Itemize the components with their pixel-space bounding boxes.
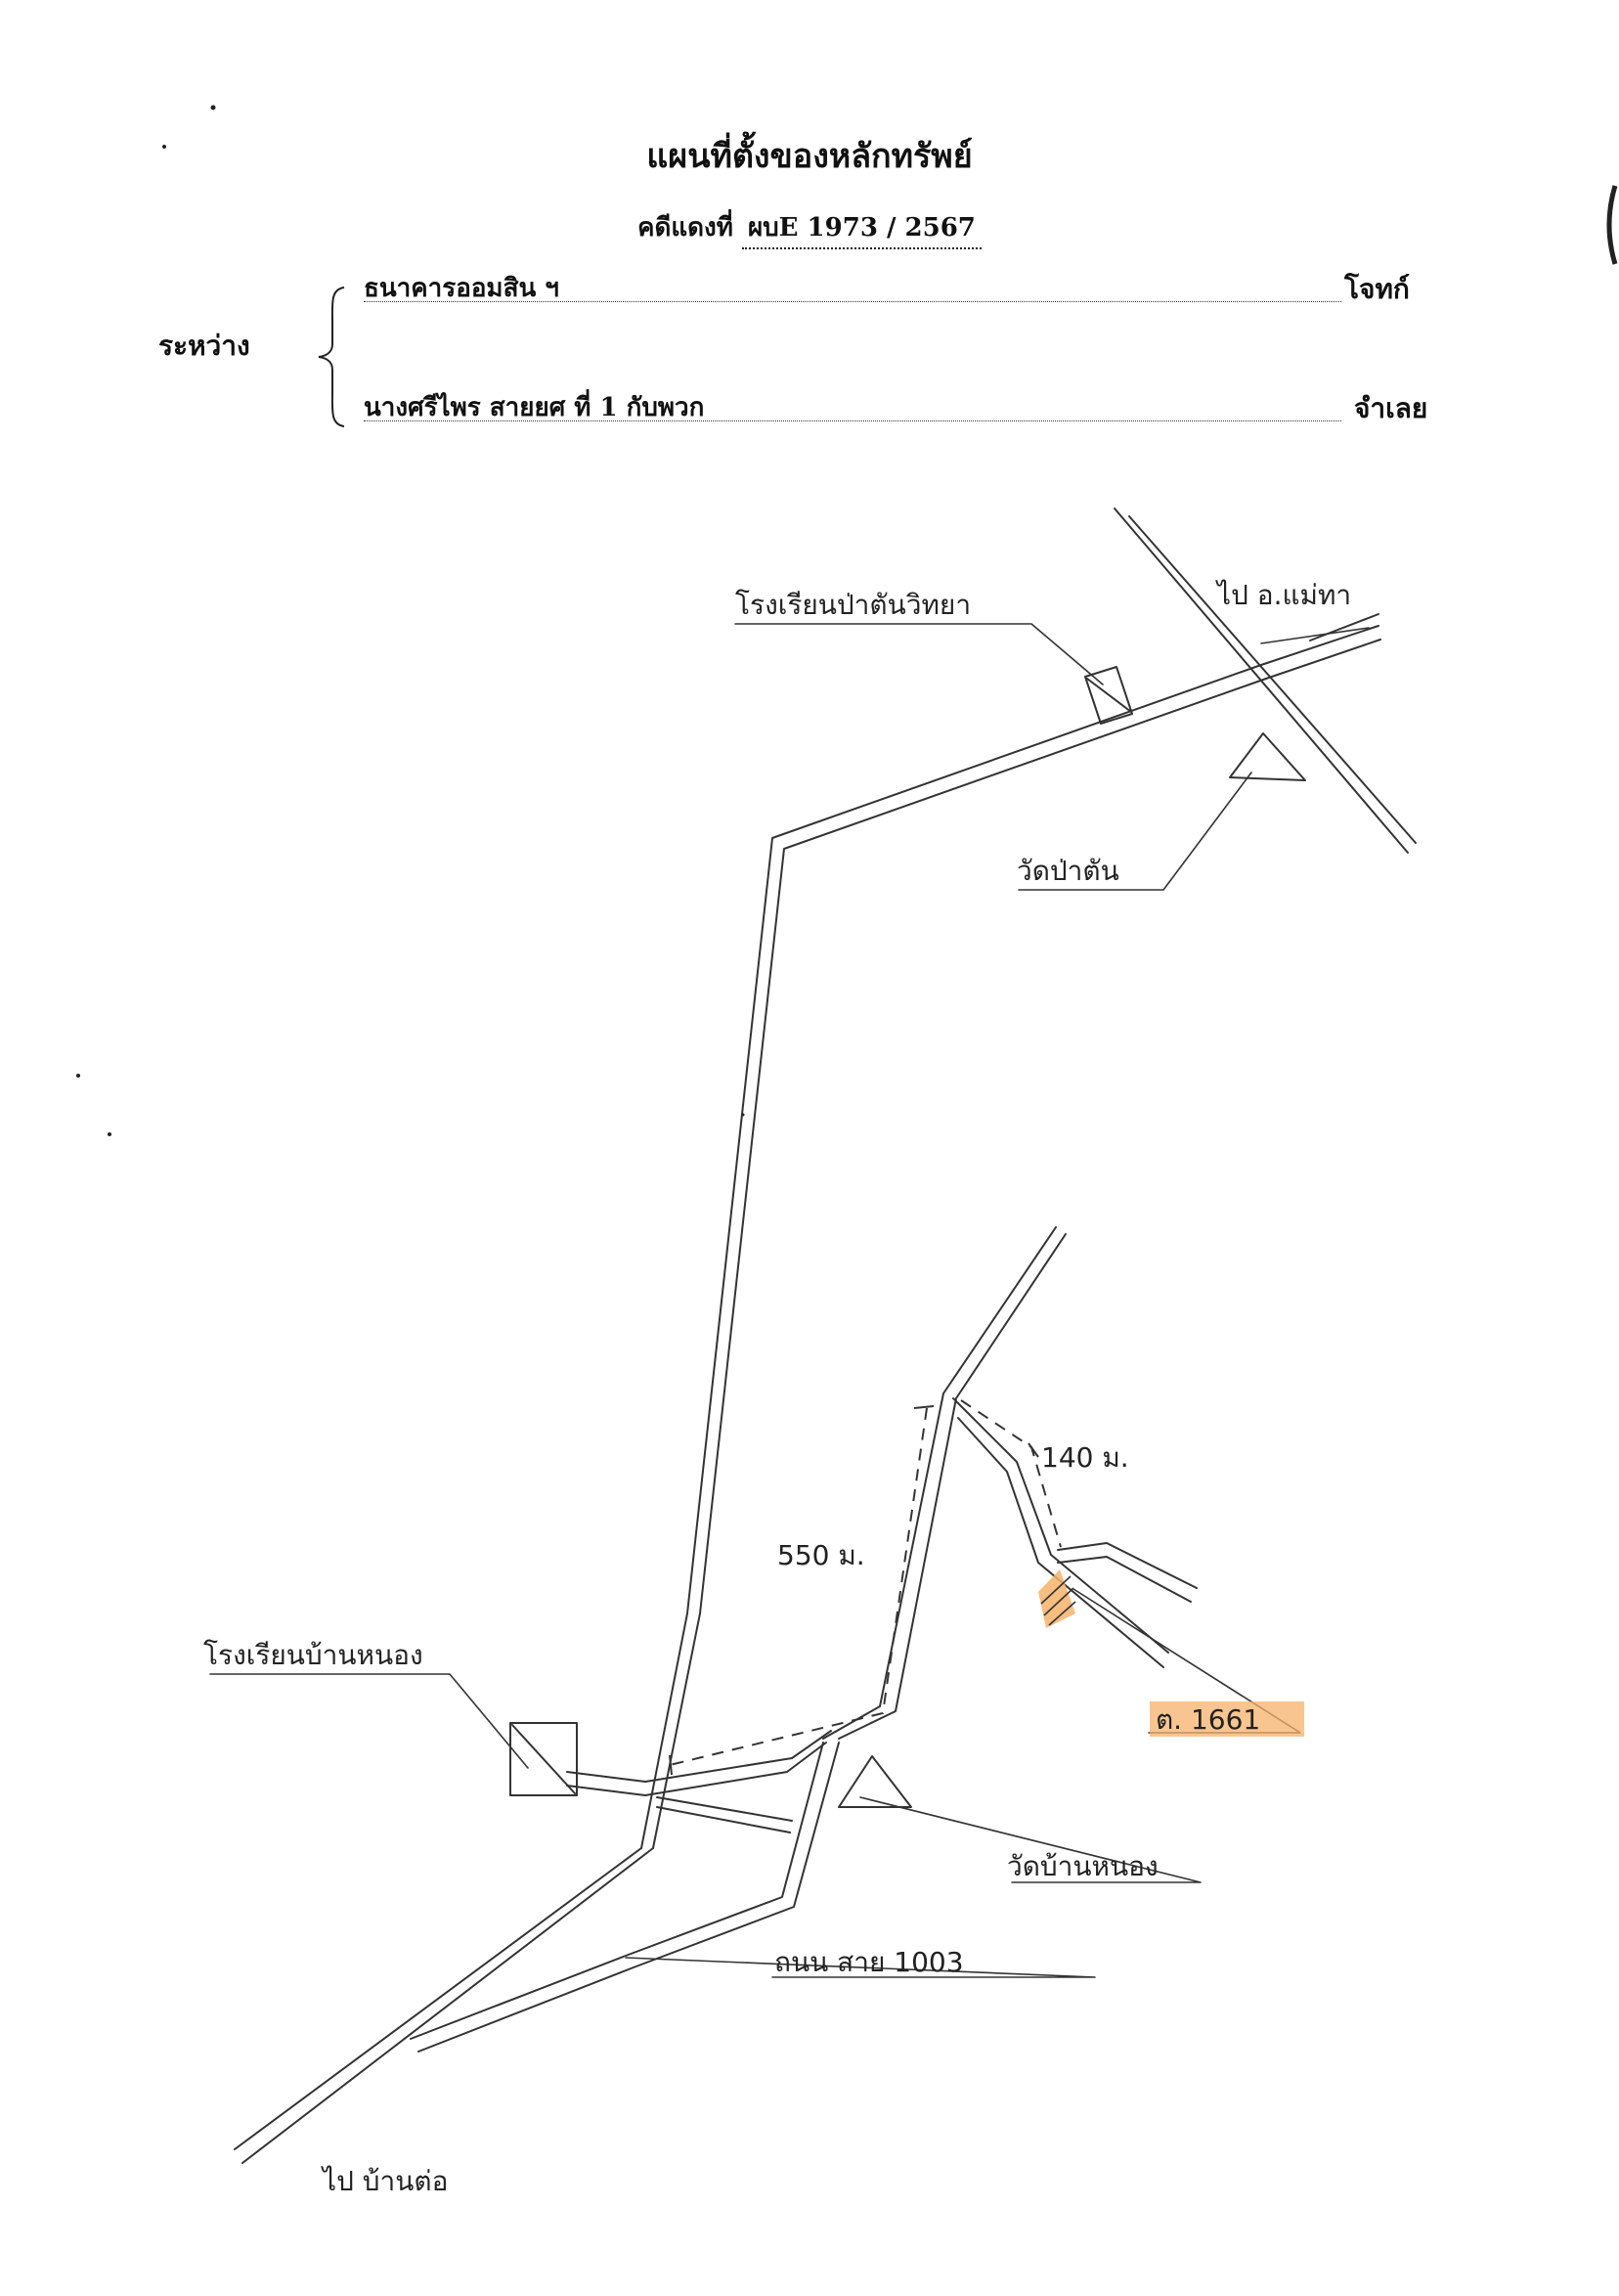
road-upper-east — [1260, 613, 1381, 680]
branch-road — [822, 1226, 1067, 1740]
defendant-role: จำเลย — [1354, 392, 1428, 424]
plaintiff-name: ธนาคารออมสิน ฯ — [364, 268, 1341, 303]
plot-label-highlight — [1150, 1701, 1304, 1737]
main-road — [640, 664, 1267, 1849]
school-bottom-building — [509, 1722, 578, 1796]
temple-bottom-symbol — [838, 1755, 912, 1808]
case-number: ผบE 1973 / 2567 — [741, 207, 982, 249]
road-to-bottom — [234, 1847, 654, 2164]
lower-connectors — [410, 1730, 840, 2053]
document-title: แผนที่ตั้งของหลักทรัพย์ — [646, 137, 973, 176]
temple-top-symbol — [1229, 732, 1306, 781]
scan-specks — [76, 105, 745, 1136]
label-road: ถนน สาย 1003 — [774, 1946, 964, 1978]
plot-road — [952, 1397, 1198, 1668]
defendant-name: นางศรีไพร สายยศ ที่ 1 กับพวก — [364, 387, 1341, 422]
case-label: คดีแดงที่ — [637, 213, 733, 243]
label-to-maetha: ไป อ.แม่ทา — [1215, 579, 1351, 611]
distance-lines — [669, 1399, 1062, 1766]
label-school-bottom: โรงเรียนบ้านหนอง — [203, 1639, 423, 1671]
label-plot: ต. 1661 — [1156, 1703, 1260, 1736]
distance-ticks — [669, 1405, 1039, 1776]
school-top-building — [1084, 666, 1133, 725]
distance-550-line — [669, 1407, 928, 1766]
label-temple-top: วัดป่าตัน — [1017, 855, 1119, 887]
label-to-bottom: ไป บ้านต่อ — [321, 2165, 448, 2197]
plot-marker — [1038, 1569, 1075, 1628]
label-distance-140: 140 ม. — [1041, 1441, 1129, 1474]
leader-lines — [209, 623, 1370, 1978]
between-label: ระหว่าง — [158, 330, 250, 362]
case-number-line: คดีแดงที่ ผบE 1973 / 2567 — [0, 207, 1619, 249]
scan-edge-mark — [1606, 185, 1618, 265]
brace-icon — [318, 287, 345, 427]
label-distance-550: 550 ม. — [777, 1539, 865, 1571]
road-to-maetha — [1114, 508, 1417, 854]
label-temple-bottom: วัดบ้านหนอง — [1007, 1850, 1159, 1882]
plaintiff-role: โจทก์ — [1344, 273, 1410, 305]
label-school-top: โรงเรียนป่าตันวิทยา — [735, 589, 971, 621]
plot-highlight — [1038, 1569, 1304, 1737]
